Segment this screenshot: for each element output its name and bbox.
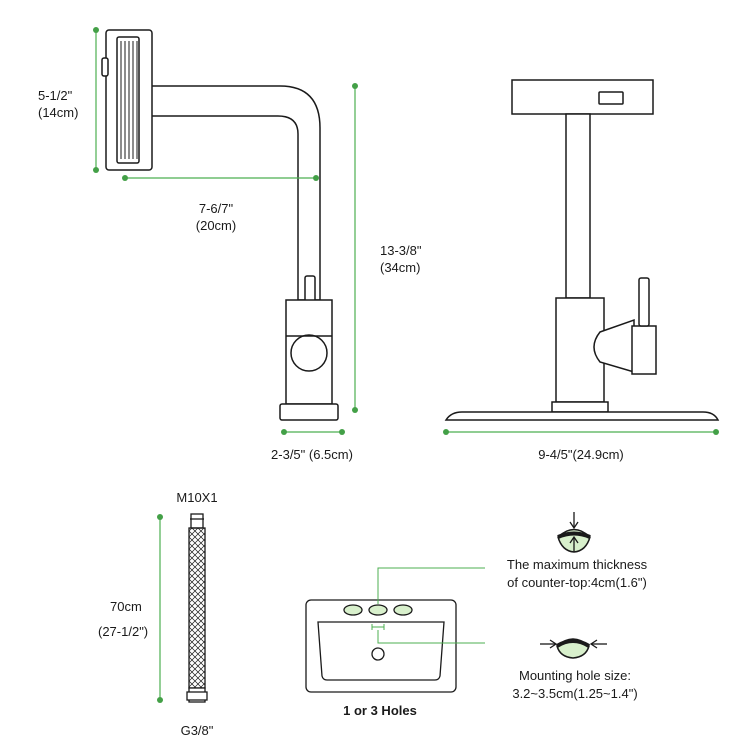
hole-right <box>393 604 413 616</box>
spray-button <box>101 57 109 77</box>
handle-front <box>593 318 635 374</box>
sink-basin <box>317 621 445 681</box>
side-dimension-dots <box>93 27 358 435</box>
faucet-front-view <box>444 79 720 421</box>
faucet-holes <box>343 604 413 616</box>
hole-left <box>343 604 363 616</box>
hole-center <box>368 604 388 616</box>
sink-caption: 1 or 3 Holes <box>343 703 417 718</box>
spray-height-inches: 5-1/2" <box>38 88 73 103</box>
hose-bottom-thread-label: G3/8" <box>180 723 214 738</box>
hose-braid <box>188 527 206 689</box>
height-inches: 13-3/8" <box>380 243 422 258</box>
thickness-icon <box>557 512 591 553</box>
spray-face <box>116 36 140 164</box>
hose-top-thread-label: M10X1 <box>176 490 218 505</box>
spout-riser <box>565 113 591 299</box>
spray-height-cm: (14cm) <box>38 105 79 120</box>
sink-drain <box>371 647 385 661</box>
handle-lever-front <box>638 277 650 327</box>
thickness-note-line1: The maximum thickness <box>506 557 648 572</box>
reach-cm: (20cm) <box>195 218 237 233</box>
sink-outline <box>305 599 457 693</box>
hose-bottom-nut <box>186 691 208 701</box>
hose-dimension-dots <box>157 514 163 703</box>
base-width-label: 2-3/5" (6.5cm) <box>271 447 353 462</box>
height-cm: (34cm) <box>380 260 421 275</box>
faucet-side-view <box>101 29 339 421</box>
sink-leader-lines <box>371 567 485 644</box>
hose-top-fitting <box>190 513 204 529</box>
handle-hub <box>290 334 328 372</box>
spray-display <box>598 91 624 105</box>
supply-hose <box>186 513 208 703</box>
handle-cap <box>631 325 657 375</box>
side-dimension-lines <box>95 30 356 433</box>
hole-size-note-line1: Mounting hole size: <box>518 668 631 683</box>
sink-diagram <box>305 599 457 693</box>
deck-plate <box>444 411 720 421</box>
faucet-base <box>279 403 339 421</box>
base-front <box>551 401 609 413</box>
mounting-hole-icon <box>540 638 607 659</box>
reach-inches: 7-6/7" <box>198 201 234 216</box>
plate-width-label: 9-4/5"(24.9cm) <box>538 447 624 462</box>
hose-length-cm: 70cm <box>110 599 142 614</box>
front-dimension-dots <box>443 429 719 435</box>
spout-tube <box>152 85 321 301</box>
spray-head-front <box>511 79 654 115</box>
thickness-note-line2: of counter-top:4cm(1.6") <box>507 575 647 590</box>
hose-length-inches: (27-1/2") <box>98 624 149 639</box>
hole-size-note-line2: 3.2~3.5cm(1.25~1.4") <box>512 686 638 701</box>
